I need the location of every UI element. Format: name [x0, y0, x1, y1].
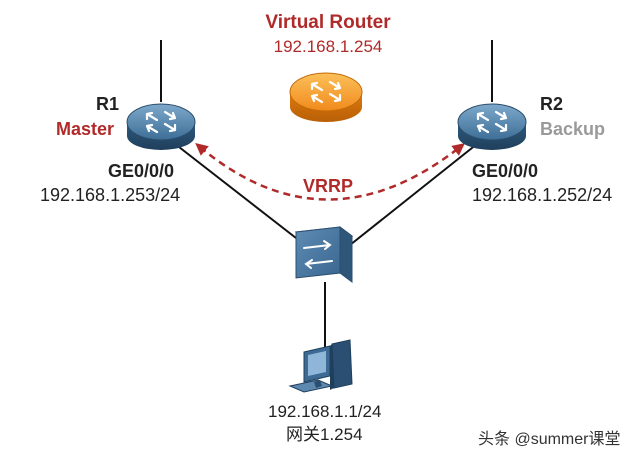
r2-port: GE0/0/0	[472, 161, 539, 181]
virtual-router-icon	[289, 72, 363, 122]
r2-role-backup: Backup	[540, 119, 606, 139]
r2-switch-link	[349, 139, 483, 246]
vrrp-label: VRRP	[303, 176, 354, 196]
vrrp-link	[195, 143, 465, 201]
r1-role-master: Master	[56, 119, 115, 139]
pc-ip: 192.168.1.1/24	[268, 402, 382, 421]
router-icon	[126, 103, 196, 150]
r2-ip: 192.168.1.252/24	[472, 185, 613, 205]
router-icon	[457, 103, 527, 150]
r1-switch-link	[169, 139, 306, 246]
pc-icon	[288, 339, 353, 393]
r2-name: R2	[540, 94, 564, 114]
pc-gateway: 网关1.254	[286, 425, 363, 444]
watermark: 头条 @summer课堂	[478, 431, 621, 448]
switch-icon	[294, 226, 354, 283]
virtual-router-ip: 192.168.1.254	[273, 37, 383, 56]
r1-ip: 192.168.1.253/24	[40, 185, 181, 205]
r1-port: GE0/0/0	[108, 161, 175, 181]
virtual-router-title: Virtual Router	[265, 12, 391, 33]
r1-name: R1	[96, 94, 120, 114]
